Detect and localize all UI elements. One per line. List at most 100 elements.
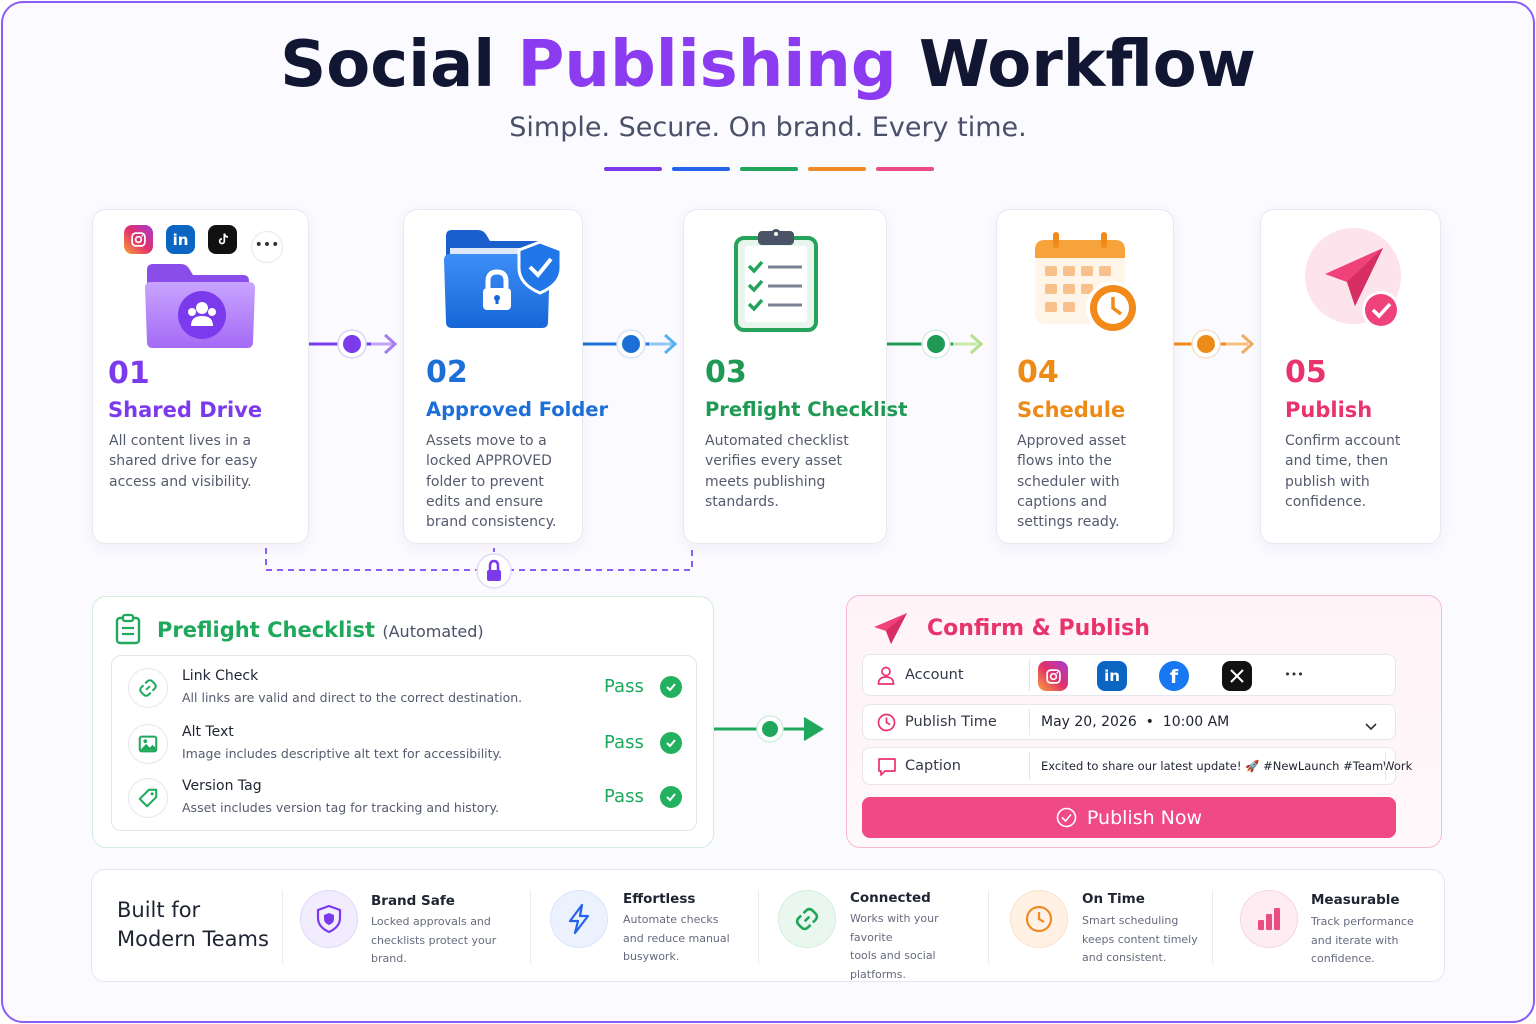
image-icon xyxy=(128,724,168,764)
clipboard-icon xyxy=(115,613,141,649)
account-field: Account in f ••• xyxy=(862,654,1396,696)
step-description: Confirm account and time, then publish w… xyxy=(1285,431,1400,512)
desc-line: brand consistency. xyxy=(426,514,557,531)
feature-name: Measurable xyxy=(1311,892,1400,908)
desc-line: locked APPROVED xyxy=(426,453,552,470)
desc-line: Locked approvals and xyxy=(371,915,491,928)
caption-field[interactable]: Caption Excited to share our latest upda… xyxy=(862,747,1412,785)
step-number: 03 xyxy=(705,355,747,390)
caption-value: Excited to share our latest update! 🚀 #N… xyxy=(1041,759,1413,773)
field-separator xyxy=(1029,659,1030,691)
divider-purple xyxy=(604,167,662,171)
feature-description: Track performance and iterate with confi… xyxy=(1311,913,1461,969)
step-description: Approved asset flows into the scheduler … xyxy=(1017,431,1126,532)
divider-pink xyxy=(876,167,934,171)
desc-line: tools and social xyxy=(850,949,936,962)
desc-line: meets publishing xyxy=(705,473,826,490)
comment-icon xyxy=(877,757,897,780)
publish-now-label: Publish Now xyxy=(1086,806,1203,829)
desc-line: Works with your favorite xyxy=(850,912,939,944)
desc-line: busywork. xyxy=(623,950,680,963)
feature-description: Locked approvals and checklists protect … xyxy=(371,913,531,969)
step-card-preflight-checklist: 03 Preflight Checklist Automated checkli… xyxy=(683,209,907,544)
desc-line: publish with xyxy=(1285,473,1370,490)
step-name: Publish xyxy=(1285,398,1373,422)
desc-line: flows into the xyxy=(1017,453,1112,470)
desc-line: and consistent. xyxy=(1082,951,1167,964)
step-number: 05 xyxy=(1285,355,1327,390)
feature-on-time: On Time Smart scheduling keeps content t… xyxy=(1010,870,1210,983)
desc-line: edits and ensure xyxy=(426,493,544,510)
footer-separator xyxy=(988,890,989,964)
linkedin-account-icon[interactable]: in xyxy=(1097,661,1127,691)
connector-arrow-purple xyxy=(309,329,398,359)
title-start: Social xyxy=(280,28,518,102)
shared-folder-icon xyxy=(143,262,258,356)
check-status: Pass xyxy=(604,786,644,807)
confirm-publish-panel: Confirm & Publish Account in f ••• Publi… xyxy=(846,595,1442,848)
desc-line: Assets move to a xyxy=(426,433,547,449)
desc-line: checklists protect your brand. xyxy=(371,933,497,966)
title-end: Workflow xyxy=(896,28,1256,102)
desc-line: settings ready. xyxy=(1017,514,1120,531)
desc-line: Smart scheduling xyxy=(1082,914,1179,927)
feature-connected: Connected Works with your favorite tools… xyxy=(778,870,988,983)
desc-line: and reduce manual xyxy=(623,931,730,945)
check-row-version-tag: Version Tag Asset includes version tag f… xyxy=(112,770,698,824)
footer-separator xyxy=(282,890,283,964)
step-name: Approved Folder xyxy=(426,398,609,421)
desc-line: and time, then xyxy=(1285,453,1389,470)
footer-separator xyxy=(758,890,759,964)
user-icon xyxy=(877,666,895,689)
publish-time-value: May 20, 2026 • 10:00 AM xyxy=(1041,714,1230,730)
check-status: Pass xyxy=(604,676,644,697)
divider-orange xyxy=(808,167,866,171)
clipboard-checklist-icon xyxy=(732,224,822,338)
link-icon xyxy=(128,668,168,708)
footer-panel: Built for Modern Teams Brand Safe Locked… xyxy=(91,869,1445,982)
desc-line: platforms. xyxy=(850,967,906,981)
step-name: Preflight Checklist xyxy=(705,398,908,421)
footer-heading-line: Modern Teams xyxy=(117,927,269,951)
confirm-title: Confirm & Publish xyxy=(927,616,1150,641)
feature-name: On Time xyxy=(1082,891,1145,907)
instagram-account-icon[interactable] xyxy=(1038,661,1068,691)
desc-line: Track performance xyxy=(1311,915,1414,928)
step-name: Schedule xyxy=(1017,398,1126,422)
facebook-account-icon[interactable]: f xyxy=(1159,661,1189,691)
desc-line: folder to prevent xyxy=(426,473,544,490)
desc-line: Approved asset xyxy=(1017,433,1126,449)
chevron-down-icon[interactable] xyxy=(1365,717,1377,736)
footer-heading: Built for Modern Teams xyxy=(117,896,269,954)
divider-green xyxy=(740,167,798,171)
preflight-title: Preflight Checklist (Automated) xyxy=(157,618,484,642)
step-number: 04 xyxy=(1017,355,1059,390)
desc-line: confidence. xyxy=(1285,493,1367,510)
check-row-link: Link Check All links are valid and direc… xyxy=(112,660,698,714)
instagram-icon xyxy=(124,225,153,254)
calendar-clock-icon xyxy=(1033,230,1145,340)
feature-measurable: Measurable Track performance and iterate… xyxy=(1240,870,1430,983)
preflight-panel: Preflight Checklist (Automated) Link Che… xyxy=(92,596,714,848)
paper-plane-icon xyxy=(871,610,911,650)
connector-arrow-to-confirm xyxy=(714,715,824,743)
field-separator xyxy=(1029,752,1030,780)
check-row-alt-text: Alt Text Image includes descriptive alt … xyxy=(112,716,698,770)
x-account-icon[interactable] xyxy=(1222,661,1252,691)
paper-plane-check-icon xyxy=(1303,226,1415,336)
caption-edge xyxy=(1385,752,1386,780)
shield-icon xyxy=(300,890,358,948)
desc-line: confidence. xyxy=(1311,952,1375,965)
check-description: All links are valid and direct to the co… xyxy=(182,690,523,705)
desc-line: Confirm account xyxy=(1285,433,1401,449)
check-name: Link Check xyxy=(182,668,259,684)
publish-time-field[interactable]: Publish Time May 20, 2026 • 10:00 AM xyxy=(862,704,1396,740)
lightning-icon xyxy=(550,890,608,948)
check-circle-icon xyxy=(1056,807,1077,828)
desc-line: Automated checklist xyxy=(705,433,849,449)
publish-now-button[interactable]: Publish Now xyxy=(862,797,1396,838)
locked-folder-icon xyxy=(444,226,564,335)
desc-line: standards. xyxy=(705,493,779,510)
more-accounts-icon[interactable]: ••• xyxy=(1284,668,1304,681)
desc-line: captions and xyxy=(1017,493,1108,510)
